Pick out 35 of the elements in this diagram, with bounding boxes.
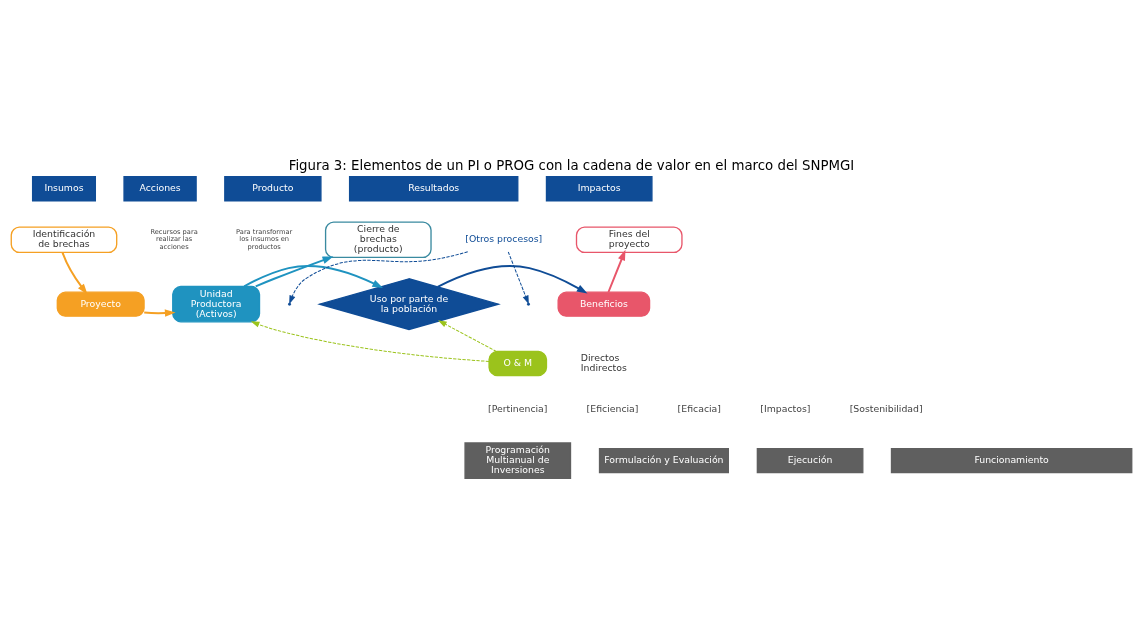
node-box: O & M xyxy=(488,350,548,377)
arrow xyxy=(143,309,176,317)
node-label: Directos xyxy=(580,352,620,364)
node-box: Ejecución xyxy=(756,447,864,474)
node-box: Proyecto xyxy=(56,291,145,317)
label: [Eficacia] xyxy=(677,403,721,415)
node-box: Funcionamiento xyxy=(890,447,1133,474)
node-box: Acciones xyxy=(123,176,197,202)
node-box: Programación Multianual de Inversiones xyxy=(464,442,572,479)
node-box: Identificación de brechas xyxy=(10,226,118,254)
node-box: Unidad Productora (Activos) xyxy=(172,285,261,323)
node-box: Resultados xyxy=(348,176,519,202)
node-box: Fines del proyecto xyxy=(575,226,683,254)
node-label: Indirectos xyxy=(580,362,627,374)
label: [Sostenibilidad] xyxy=(849,403,923,415)
node-box: Beneficios xyxy=(557,291,651,317)
arrow xyxy=(61,251,88,295)
arrow xyxy=(507,251,529,304)
arrow xyxy=(607,249,626,293)
label: [Pertinencia] xyxy=(488,403,548,415)
arrow xyxy=(289,251,469,304)
arrow xyxy=(251,321,490,362)
diagram-title: Figura 3: Elementos de un PI o PROG con la cadena de valor en el marco del SNPMGI xyxy=(288,158,855,174)
node-box: Impactos xyxy=(545,176,653,202)
arrow xyxy=(438,320,497,352)
node-box: Insumos xyxy=(31,176,96,202)
arrow xyxy=(254,256,334,288)
label: [Impactos] xyxy=(760,403,811,415)
node-box: Producto xyxy=(224,176,322,202)
node-text: [Otros procesos] xyxy=(465,233,543,245)
label: [Eficiencia] xyxy=(586,403,639,415)
arrow xyxy=(243,265,383,289)
arrow xyxy=(436,265,588,294)
node-box: Formulación y Evaluación xyxy=(598,447,729,474)
node-box: Cierre de brechas (producto) xyxy=(324,221,432,259)
